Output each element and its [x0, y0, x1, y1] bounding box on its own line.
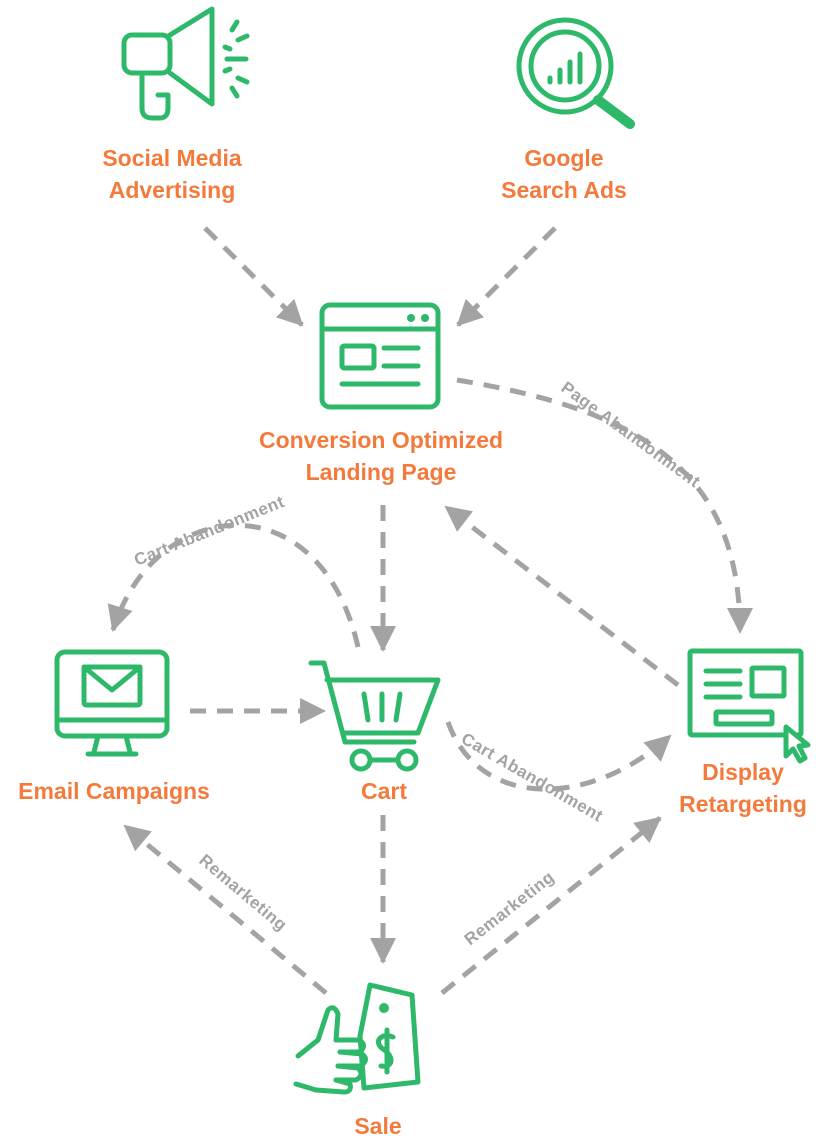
landing-page-label-line2: Landing Page	[306, 459, 457, 485]
cart-abandonment-display-label: Cart Abandonment	[458, 729, 606, 826]
cart-label: Cart	[361, 778, 407, 804]
edge-sale-to-display	[440, 816, 662, 995]
social-media-label-line2: Advertising	[109, 177, 236, 203]
social-media-label-line1: Social Media	[102, 145, 242, 171]
email-campaigns-label: Email Campaigns	[18, 778, 210, 804]
edge-landing-to-display	[456, 377, 753, 634]
edge-cart-to-display	[445, 721, 672, 792]
display-ad-cursor-icon	[687, 648, 811, 764]
edge-cart-to-email	[107, 522, 361, 648]
sale-label: Sale	[354, 1113, 401, 1136]
display-retargeting-label-line2: Retargeting	[679, 791, 807, 817]
cart-abandonment-email-label: Cart Abandonment	[131, 492, 287, 570]
edge-display-to-landing	[444, 505, 680, 687]
webpage-icon	[319, 302, 441, 410]
edge-sale-to-email	[123, 824, 328, 995]
google-search-label-line2: Search Ads	[501, 177, 627, 203]
search-chart-icon	[516, 17, 635, 129]
shopping-cart-icon	[308, 660, 441, 772]
landing-page-label-line1: Conversion Optimized	[259, 427, 503, 453]
edge-social-to-landing	[203, 226, 304, 327]
display-retargeting-label-line1: Display	[702, 759, 784, 785]
monitor-envelope-icon	[54, 649, 170, 757]
edge-google-to-landing	[456, 226, 557, 327]
megaphone-icon	[121, 6, 250, 121]
thumbs-up-price-tag-icon	[293, 982, 421, 1095]
page-abandonment-label: Page Abandonment	[558, 378, 704, 492]
google-search-label-line1: Google	[524, 145, 603, 171]
node-labels: Social Media Advertising Google Search A…	[18, 145, 807, 1136]
connectors	[107, 226, 753, 995]
